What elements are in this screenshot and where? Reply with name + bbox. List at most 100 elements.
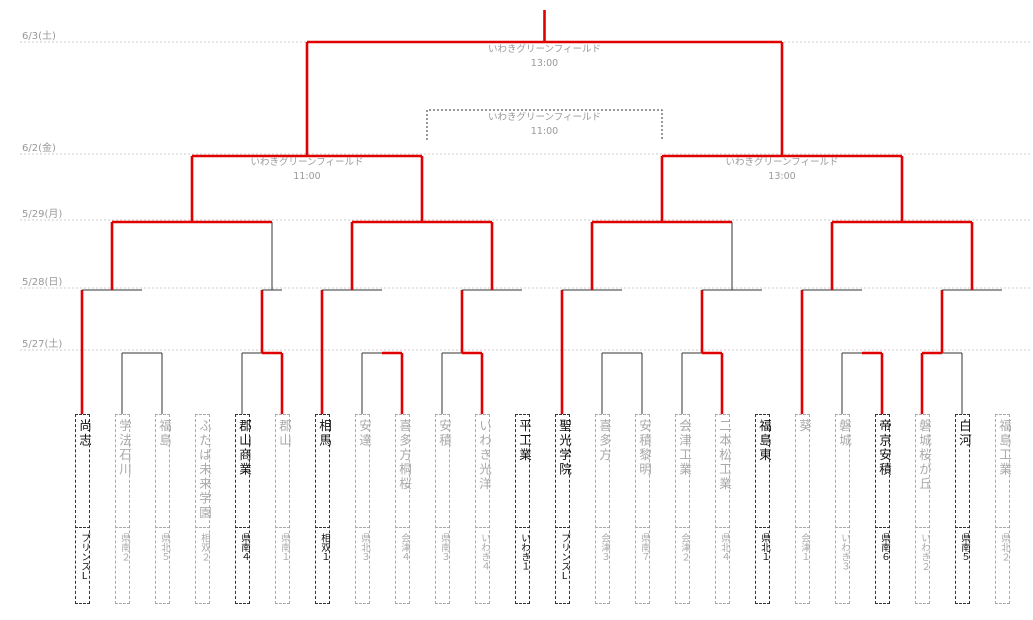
divider [955,527,970,528]
team-box: 帝京安積県南６ [875,414,892,604]
team-name: 福島工業 [997,419,1012,477]
team-region: 県南１ [279,533,290,562]
team-name: 郡山 [277,419,292,448]
divider [675,527,690,528]
team-name: 葵 [797,419,812,434]
venue-label: いわきグリーンフィールド [488,111,601,123]
team-box: 安積県南３ [435,414,452,604]
team-box: 喜多方桐桜会津４ [395,414,412,604]
venue-label: いわきグリーンフィールド [725,156,838,168]
team-box: 安達県北３ [355,414,372,604]
divider [755,527,770,528]
team-region: 県南６ [879,533,890,562]
team-region: 県北３ [359,533,370,562]
team-region: 県南３ [439,533,450,562]
team-region: 会津２ [679,533,690,562]
team-box: 相馬相双１ [315,414,332,604]
divider [515,527,530,528]
team-region: いわき４ [479,533,490,571]
team-region: 県南７ [639,533,650,562]
team-region: いわき３ [839,533,850,571]
team-region: プリンスL [79,533,90,582]
team-name: 会津工業 [677,419,692,477]
team-name: 喜多方桐桜 [397,419,412,492]
team-name: 相馬 [317,419,332,448]
date-label: 5/28(日) [22,277,62,288]
divider [75,527,90,528]
time-label: 11:00 [531,126,558,137]
divider [995,527,1010,528]
team-box: いわき光洋いわき４ [475,414,492,604]
divider [715,527,730,528]
team-name: 喜多方 [597,419,612,463]
team-name: 聖光学院 [557,419,572,477]
time-label: 13:00 [531,58,558,69]
team-region: 県北４ [719,533,730,562]
divider [795,527,810,528]
team-region: 県南５ [959,533,970,562]
team-box: 葵会津１ [795,414,812,604]
divider [835,527,850,528]
team-box: 尚志プリンスL [75,414,92,604]
divider [315,527,330,528]
team-box: 福島県北５ [155,414,172,604]
date-label: 6/3(土) [22,29,56,42]
team-name: 郡山商業 [237,419,252,477]
team-region: いわき２ [919,533,930,571]
team-name: 尚志 [77,419,92,448]
team-box: 郡山県南１ [275,414,292,604]
team-box: 郡山商業県南４ [235,414,252,604]
team-region: いわき１ [519,533,530,571]
team-box: 福島工業県北２ [995,414,1012,604]
third-place-bracket [426,109,663,140]
team-region: 相双２ [199,533,210,562]
team-region: 県北５ [159,533,170,562]
divider [155,527,170,528]
divider [875,527,890,528]
team-name: 二本松工業 [717,419,732,492]
divider [635,527,650,528]
divider [915,527,930,528]
team-box: 学法石川県南２ [115,414,132,604]
team-box: ふたば未来学園相双２ [195,414,212,604]
venue-label: いわきグリーンフィールド [488,43,601,55]
team-region: 会津１ [799,533,810,562]
date-label: 5/27(土) [22,337,62,350]
divider [195,527,210,528]
team-name: 安積 [437,419,452,448]
team-box: 会津工業会津２ [675,414,692,604]
team-name: 平工業 [517,419,532,463]
team-region: 県南２ [119,533,130,562]
team-box: 平工業いわき１ [515,414,532,604]
team-name: 福島 [157,419,172,448]
divider [355,527,370,528]
team-region: プリンスL [559,533,570,582]
team-region: 県南４ [239,533,250,562]
divider [275,527,290,528]
divider [435,527,450,528]
team-region: 会津３ [599,533,610,562]
venue-label: いわきグリーンフィールド [250,156,363,168]
divider [395,527,410,528]
team-name: 帝京安積 [877,419,892,477]
team-region: 県北２ [999,533,1010,562]
team-box: 喜多方会津３ [595,414,612,604]
team-name: 磐城 [837,419,852,448]
team-region: 相双１ [319,533,330,562]
team-name: 磐城桜が丘 [917,419,932,492]
divider [235,527,250,528]
team-region: 会津４ [399,533,410,562]
team-name: いわき光洋 [477,419,492,492]
time-label: 13:00 [768,171,795,182]
team-region: 県北１ [759,533,770,562]
team-box: 安積黎明県南７ [635,414,652,604]
time-label: 11:00 [293,171,320,182]
team-box: 白河県南５ [955,414,972,604]
team-box: 二本松工業県北４ [715,414,732,604]
divider [475,527,490,528]
team-box: 磐城桜が丘いわき２ [915,414,932,604]
team-name: 安積黎明 [637,419,652,477]
team-box: 磐城いわき３ [835,414,852,604]
